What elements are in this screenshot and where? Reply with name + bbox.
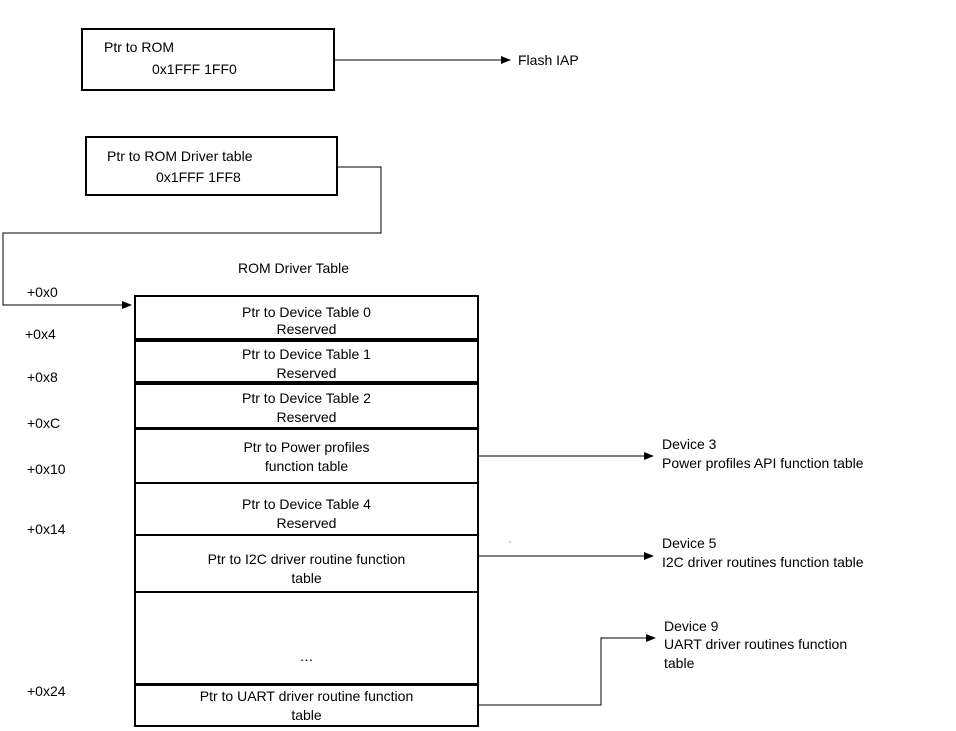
table-row-line2: table <box>291 707 322 723</box>
table-row <box>134 429 479 483</box>
table-row-line1: Ptr to UART driver routine function <box>199 688 414 704</box>
driver-table-pointer-box <box>85 136 338 196</box>
offset-label: +0x4 <box>25 326 56 342</box>
table-row-line1: Ptr to Device Table 1 <box>242 346 371 362</box>
table-row-line2: function table <box>264 458 349 474</box>
stray-dot <box>509 541 511 543</box>
target-description: Power profiles API function table <box>662 455 864 471</box>
target-device-label: Device 5 <box>662 535 717 551</box>
driver-table-pointer-label: Ptr to ROM Driver table <box>107 148 253 164</box>
flash-iap-label: Flash IAP <box>518 52 579 68</box>
table-row <box>134 340 479 383</box>
table-row <box>134 592 479 684</box>
table-row-line2: Reserved <box>276 321 337 337</box>
target-device-label: Device 9 <box>664 618 719 634</box>
table-row-line2: table <box>291 570 322 586</box>
offset-label: +0x24 <box>27 683 66 699</box>
table-row <box>134 295 479 340</box>
table-row-line1: Ptr to Device Table 0 <box>242 304 371 320</box>
table-row-line1: Ptr to Power profiles <box>243 439 370 455</box>
offset-label: +0x14 <box>27 521 66 537</box>
table-row-line2: Reserved <box>276 409 337 425</box>
driver-table-title: ROM Driver Table <box>238 260 349 276</box>
offset-label: +0xC <box>27 415 61 431</box>
arrow-uart <box>478 634 656 706</box>
table-row <box>134 684 479 727</box>
rom-pointer-label: Ptr to ROM <box>104 39 175 55</box>
driver-table-pointer-address: 0x1FFF 1FF8 <box>156 169 241 185</box>
table-row <box>134 483 479 535</box>
table-row-ellipsis: … <box>299 648 314 664</box>
table-row-line2: Reserved <box>276 365 337 381</box>
target-description-cont: table <box>664 655 695 671</box>
target-device-label: Device 3 <box>662 436 717 452</box>
table-row-line1: Ptr to Device Table 2 <box>242 390 371 406</box>
offset-label: +0x8 <box>27 369 58 385</box>
target-description: UART driver routines function <box>664 636 848 652</box>
table-row-line1: Ptr to Device Table 4 <box>242 496 371 512</box>
table-row <box>134 383 479 429</box>
offset-label: +0x10 <box>27 461 66 477</box>
offset-label: +0x0 <box>27 284 58 300</box>
rom-pointer-address: 0x1FFF 1FF0 <box>152 61 237 77</box>
table-row <box>134 535 479 592</box>
target-description: I2C driver routines function table <box>662 554 864 570</box>
rom-pointer-box <box>81 28 335 91</box>
table-row-line1: Ptr to I2C driver routine function <box>207 551 406 567</box>
table-row-line2: Reserved <box>276 515 337 531</box>
arrow-driver-table-pointer <box>2 166 382 309</box>
